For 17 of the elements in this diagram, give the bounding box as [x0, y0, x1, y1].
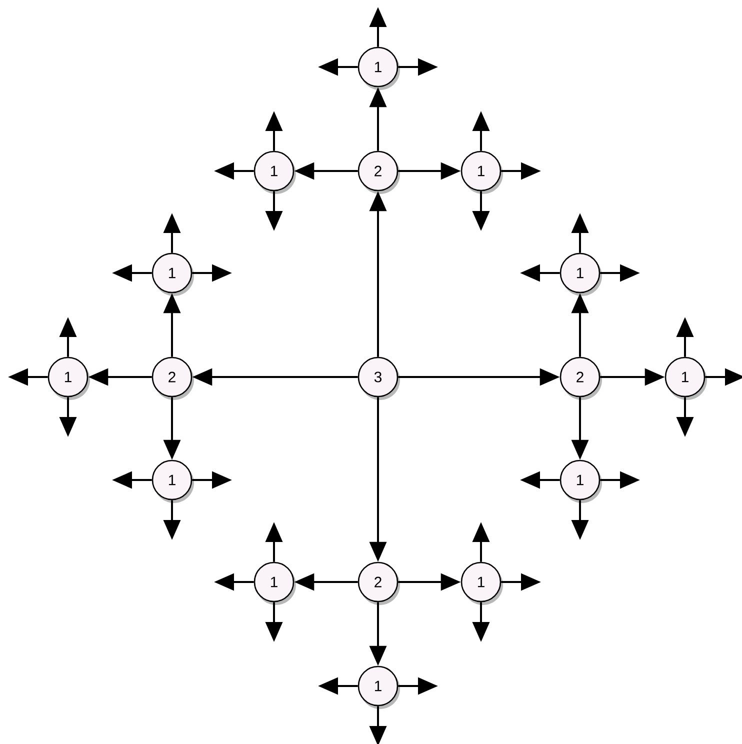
circle-node: 2	[152, 356, 194, 400]
circle-node: 1	[664, 356, 707, 400]
circle-node: 1	[560, 460, 602, 503]
circle-node: 1	[152, 460, 194, 503]
circle-node: 1	[254, 150, 296, 194]
circle-node: 3	[358, 356, 400, 400]
circle-node: 1	[358, 46, 400, 90]
circle-node: 2	[560, 356, 602, 400]
circle-node: 2	[358, 562, 400, 605]
circle-node: 1	[152, 252, 194, 296]
circle-node: 1	[460, 562, 503, 605]
circle-node: 1	[560, 252, 602, 296]
circle-node: 1	[460, 150, 503, 194]
circle-node: 1	[48, 356, 90, 400]
circle-node: 1	[254, 562, 296, 605]
circle-node: 1	[358, 666, 400, 709]
circle-node: 2	[358, 150, 400, 194]
